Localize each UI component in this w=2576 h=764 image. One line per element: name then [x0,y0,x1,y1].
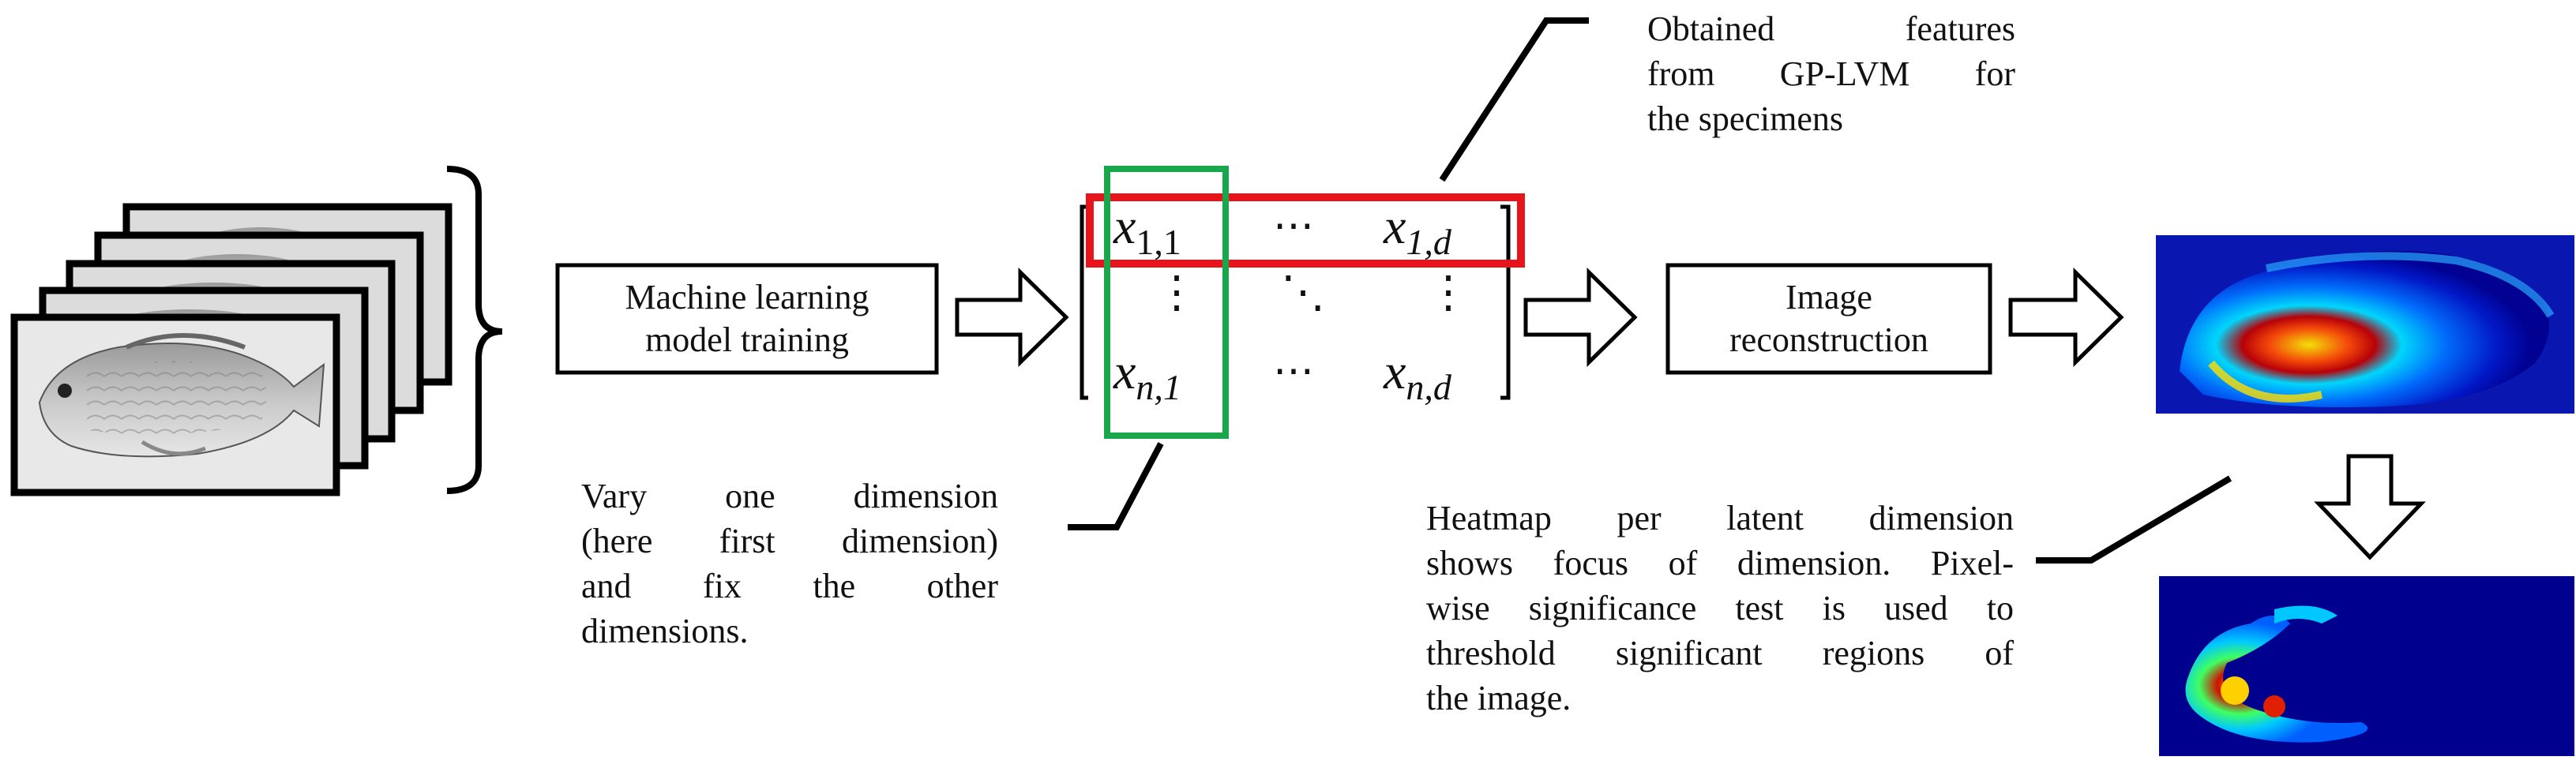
vary-caption-line: dimensions. [581,612,749,650]
arrow-to-matrix [955,268,1069,367]
fish-photo [38,333,325,458]
matrix-hdots-top: ⋯ [1273,204,1314,249]
column-highlight [1104,166,1229,439]
matrix-xnd-symbol: x [1384,343,1406,399]
reconstruction-box-line1: Image [1786,278,1872,316]
matrix-xn1-symbol: x [1113,343,1136,399]
matrix-xn1-subscript: n,1 [1136,367,1181,407]
features-caption-line: Obtained features [1647,9,2015,48]
matrix-right-bracket [1500,204,1511,400]
reconstruction-box-frame [1665,263,1992,375]
matrix-ddots: ⋱ [1281,268,1325,317]
training-box-line2: model training [645,320,849,359]
arrow-to-threshold [2314,454,2426,560]
vary-caption: Vary one dimension (here first dimension… [581,474,998,654]
matrix-hdots-bottom: ⋯ [1273,349,1314,394]
heatmap-pointer-line [2036,475,2232,564]
matrix-xnd-subscript: n,d [1406,367,1451,407]
matrix-entry-x1d: x1,d [1384,198,1451,263]
features-caption-line: the specimens [1647,99,1844,138]
matrix-x11-symbol: x [1113,198,1136,254]
features-pointer-line [1439,17,1589,182]
vary-caption-line: and fix the other [581,567,998,605]
training-box-frame [555,263,939,375]
vary-pointer-line [1068,442,1164,530]
reconstruction-box-line2: reconstruction [1729,320,1928,359]
matrix-entry-xnd: xn,d [1384,343,1451,408]
vary-caption-line: Vary one dimension [581,477,998,515]
reconstruction-box: Image reconstruction [1668,265,1990,373]
matrix-x11-subscript: 1,1 [1136,222,1181,262]
specimen-image-front [10,313,340,496]
matrix-entry-x11: x1,1 [1113,198,1181,263]
arrow-to-heatmap [2008,268,2124,367]
heatmap-caption-line: Heatmap per latent dimension [1426,499,2014,537]
heatmap-caption-line: the image. [1426,679,1572,717]
heatmap-caption: Heatmap per latent dimension shows focus… [1426,496,2014,721]
matrix-x1d-symbol: x [1384,198,1406,254]
arrow-to-reconstruction [1523,268,1638,367]
heatmap-caption-line: wise significance test is used to [1426,589,2014,627]
row-highlight [1086,193,1525,268]
matrix-x1d-subscript: 1,d [1406,222,1451,262]
training-box-line1: Machine learning [625,278,869,316]
matrix-vdots-left: ⋮ [1155,268,1199,317]
features-caption: Obtained features from GP-LVM for the sp… [1647,6,2015,141]
vary-caption-line: (here first dimension) [581,522,998,560]
specimen-image-stack [10,203,452,496]
features-caption-line: from GP-LVM for [1647,54,2015,93]
grouping-brace [446,166,503,494]
thresholded-heatmap-image [2159,576,2574,756]
matrix-left-bracket [1080,204,1088,400]
heatmap-image [2156,235,2574,414]
matrix-entry-xn1: xn,1 [1113,343,1181,408]
training-box: Machine learning model training [558,265,937,373]
heatmap-caption-line: threshold significant regions of [1426,634,2014,672]
heatmap-caption-line: shows focus of dimension. Pixel- [1426,544,2014,582]
matrix-vdots-right: ⋮ [1426,268,1470,317]
